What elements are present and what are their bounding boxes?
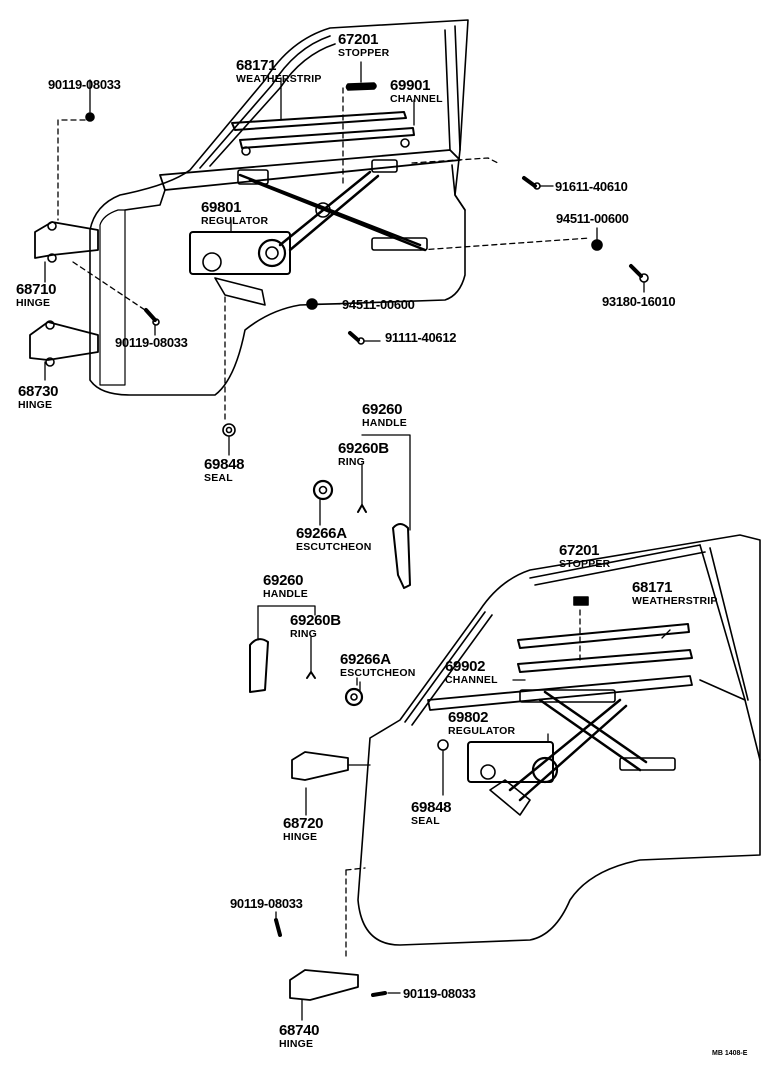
part-number: 69802 [448,709,489,726]
part-label-front-hinge-upper: 68710 HINGE [16,281,57,309]
part-number: 67201 [559,542,600,559]
part-number: 94511-00600 [556,211,629,226]
part-label-front-weatherstrip: 68171 WEATHERSTRIP [236,58,322,85]
part-name: STOPPER [338,47,390,59]
part-label-rear-hinge-upper: 68720 HINGE [283,815,324,843]
part-number: 68710 [16,281,57,298]
part-label-front-escutcheon: 69266A ESCUTCHEON [296,526,372,553]
part-label-rear-seal: 69848 SEAL [411,799,452,827]
part-label-rear-handle: 69260 HANDLE [263,573,308,600]
part-number: 69848 [204,456,245,473]
part-label-rear-weatherstrip: 68171 WEATHERSTRIP [632,580,718,607]
part-number: 69848 [411,799,452,816]
part-number: 94511-00600 [342,297,415,312]
rear-door-panel [357,534,761,946]
part-number: 69260 [263,572,304,589]
part-number: 69260B [290,612,341,629]
front-fasteners [85,112,649,437]
part-label-front-nut-right: 94511-00600 [556,212,629,225]
part-number: 69902 [445,658,486,675]
part-number: 69801 [201,199,242,216]
part-number: 69266A [296,525,347,542]
part-number: 69260 [362,401,403,418]
part-label-rear-bolt-left: 90119-08033 [230,897,303,910]
part-number: 91111-40612 [385,330,457,345]
part-number: 67201 [338,31,379,48]
part-name: HANDLE [362,417,407,429]
part-label-rear-stopper: 67201 STOPPER [559,543,610,570]
part-number: 68740 [279,1022,320,1039]
part-name: HINGE [279,1038,314,1050]
part-label-rear-regulator: 69802 REGULATOR [448,710,515,737]
part-name: HINGE [18,399,53,411]
part-number: 68730 [18,383,59,400]
part-label-front-nut-center: 94511-00600 [342,298,415,311]
part-name: WEATHERSTRIP [632,595,718,607]
part-label-rear-channel: 69902 CHANNEL [445,659,498,686]
part-name: CHANNEL [445,674,498,686]
part-number: 90119-08033 [48,77,121,92]
part-name: REGULATOR [448,725,516,737]
part-label-front-stopper: 67201 STOPPER [338,32,389,59]
part-name: SEAL [204,472,233,484]
part-label-front-hinge-lower: 68730 HINGE [18,383,59,411]
front-hinge-lower-graphic [29,320,99,367]
part-label-front-hinge-bolt-upper: 90119-08033 [48,78,121,91]
part-label-front-seal: 69848 SEAL [204,456,245,484]
rear-weatherstrip-graphic [517,596,693,673]
part-name: SEAL [411,815,440,827]
part-label-rear-ring: 69260B RING [290,613,341,640]
part-number: 68171 [632,579,673,596]
part-name: HINGE [16,297,51,309]
part-label-front-ring: 69260B RING [338,441,389,468]
part-name: CHANNEL [390,93,443,105]
part-label-front-bolt-right: 93180-16010 [602,294,676,309]
front-leader-lines [44,61,645,456]
part-number: 90119-08033 [115,335,188,350]
front-regulator-graphic [189,159,428,306]
rear-fasteners-and-leaders [274,609,671,1021]
rear-hinges-graphic [289,751,359,1001]
part-name: WEATHERSTRIP [236,73,322,85]
part-number: 91611-40610 [555,179,628,194]
part-name: STOPPER [559,558,611,570]
rear-regulator-graphic [437,689,676,816]
part-name: RING [290,628,318,640]
part-label-front-bolt-center: 91111-40612 [385,331,456,344]
part-label-front-handle: 69260 HANDLE [362,402,407,429]
part-name: ESCUTCHEON [340,667,416,679]
part-label-front-channel: 69901 CHANNEL [390,78,443,105]
part-number: 69901 [390,77,431,94]
part-name: ESCUTCHEON [296,541,372,553]
front-weatherstrip-graphic [231,82,415,156]
part-name: REGULATOR [201,215,269,227]
part-number: 68171 [236,57,277,74]
front-handle-group-graphic [312,434,411,589]
part-number: 90119-08033 [403,986,476,1001]
part-label-rear-bolt-right: 90119-08033 [403,987,476,1000]
part-number: 69260B [338,440,389,457]
part-label-rear-hinge-lower: 68740 HINGE [279,1022,320,1050]
part-label-front-hinge-bolt-lower: 90119-08033 [115,336,188,349]
part-label-front-regulator: 69801 REGULATOR [201,200,268,227]
drawing-code: MB 1408-E [712,1050,748,1057]
part-number: 69266A [340,651,391,668]
part-number: 93180-16010 [602,294,676,309]
part-number: 68720 [283,815,324,832]
part-name: HINGE [283,831,318,843]
front-hinge-upper-graphic [34,221,99,263]
part-name: HANDLE [263,588,308,600]
part-name: RING [338,456,366,468]
part-number: 90119-08033 [230,896,303,911]
rear-handle-group-graphic [249,605,364,707]
part-label-front-channel-bolt: 91611-40610 [555,180,628,193]
part-label-rear-escutcheon: 69266A ESCUTCHEON [340,652,416,679]
